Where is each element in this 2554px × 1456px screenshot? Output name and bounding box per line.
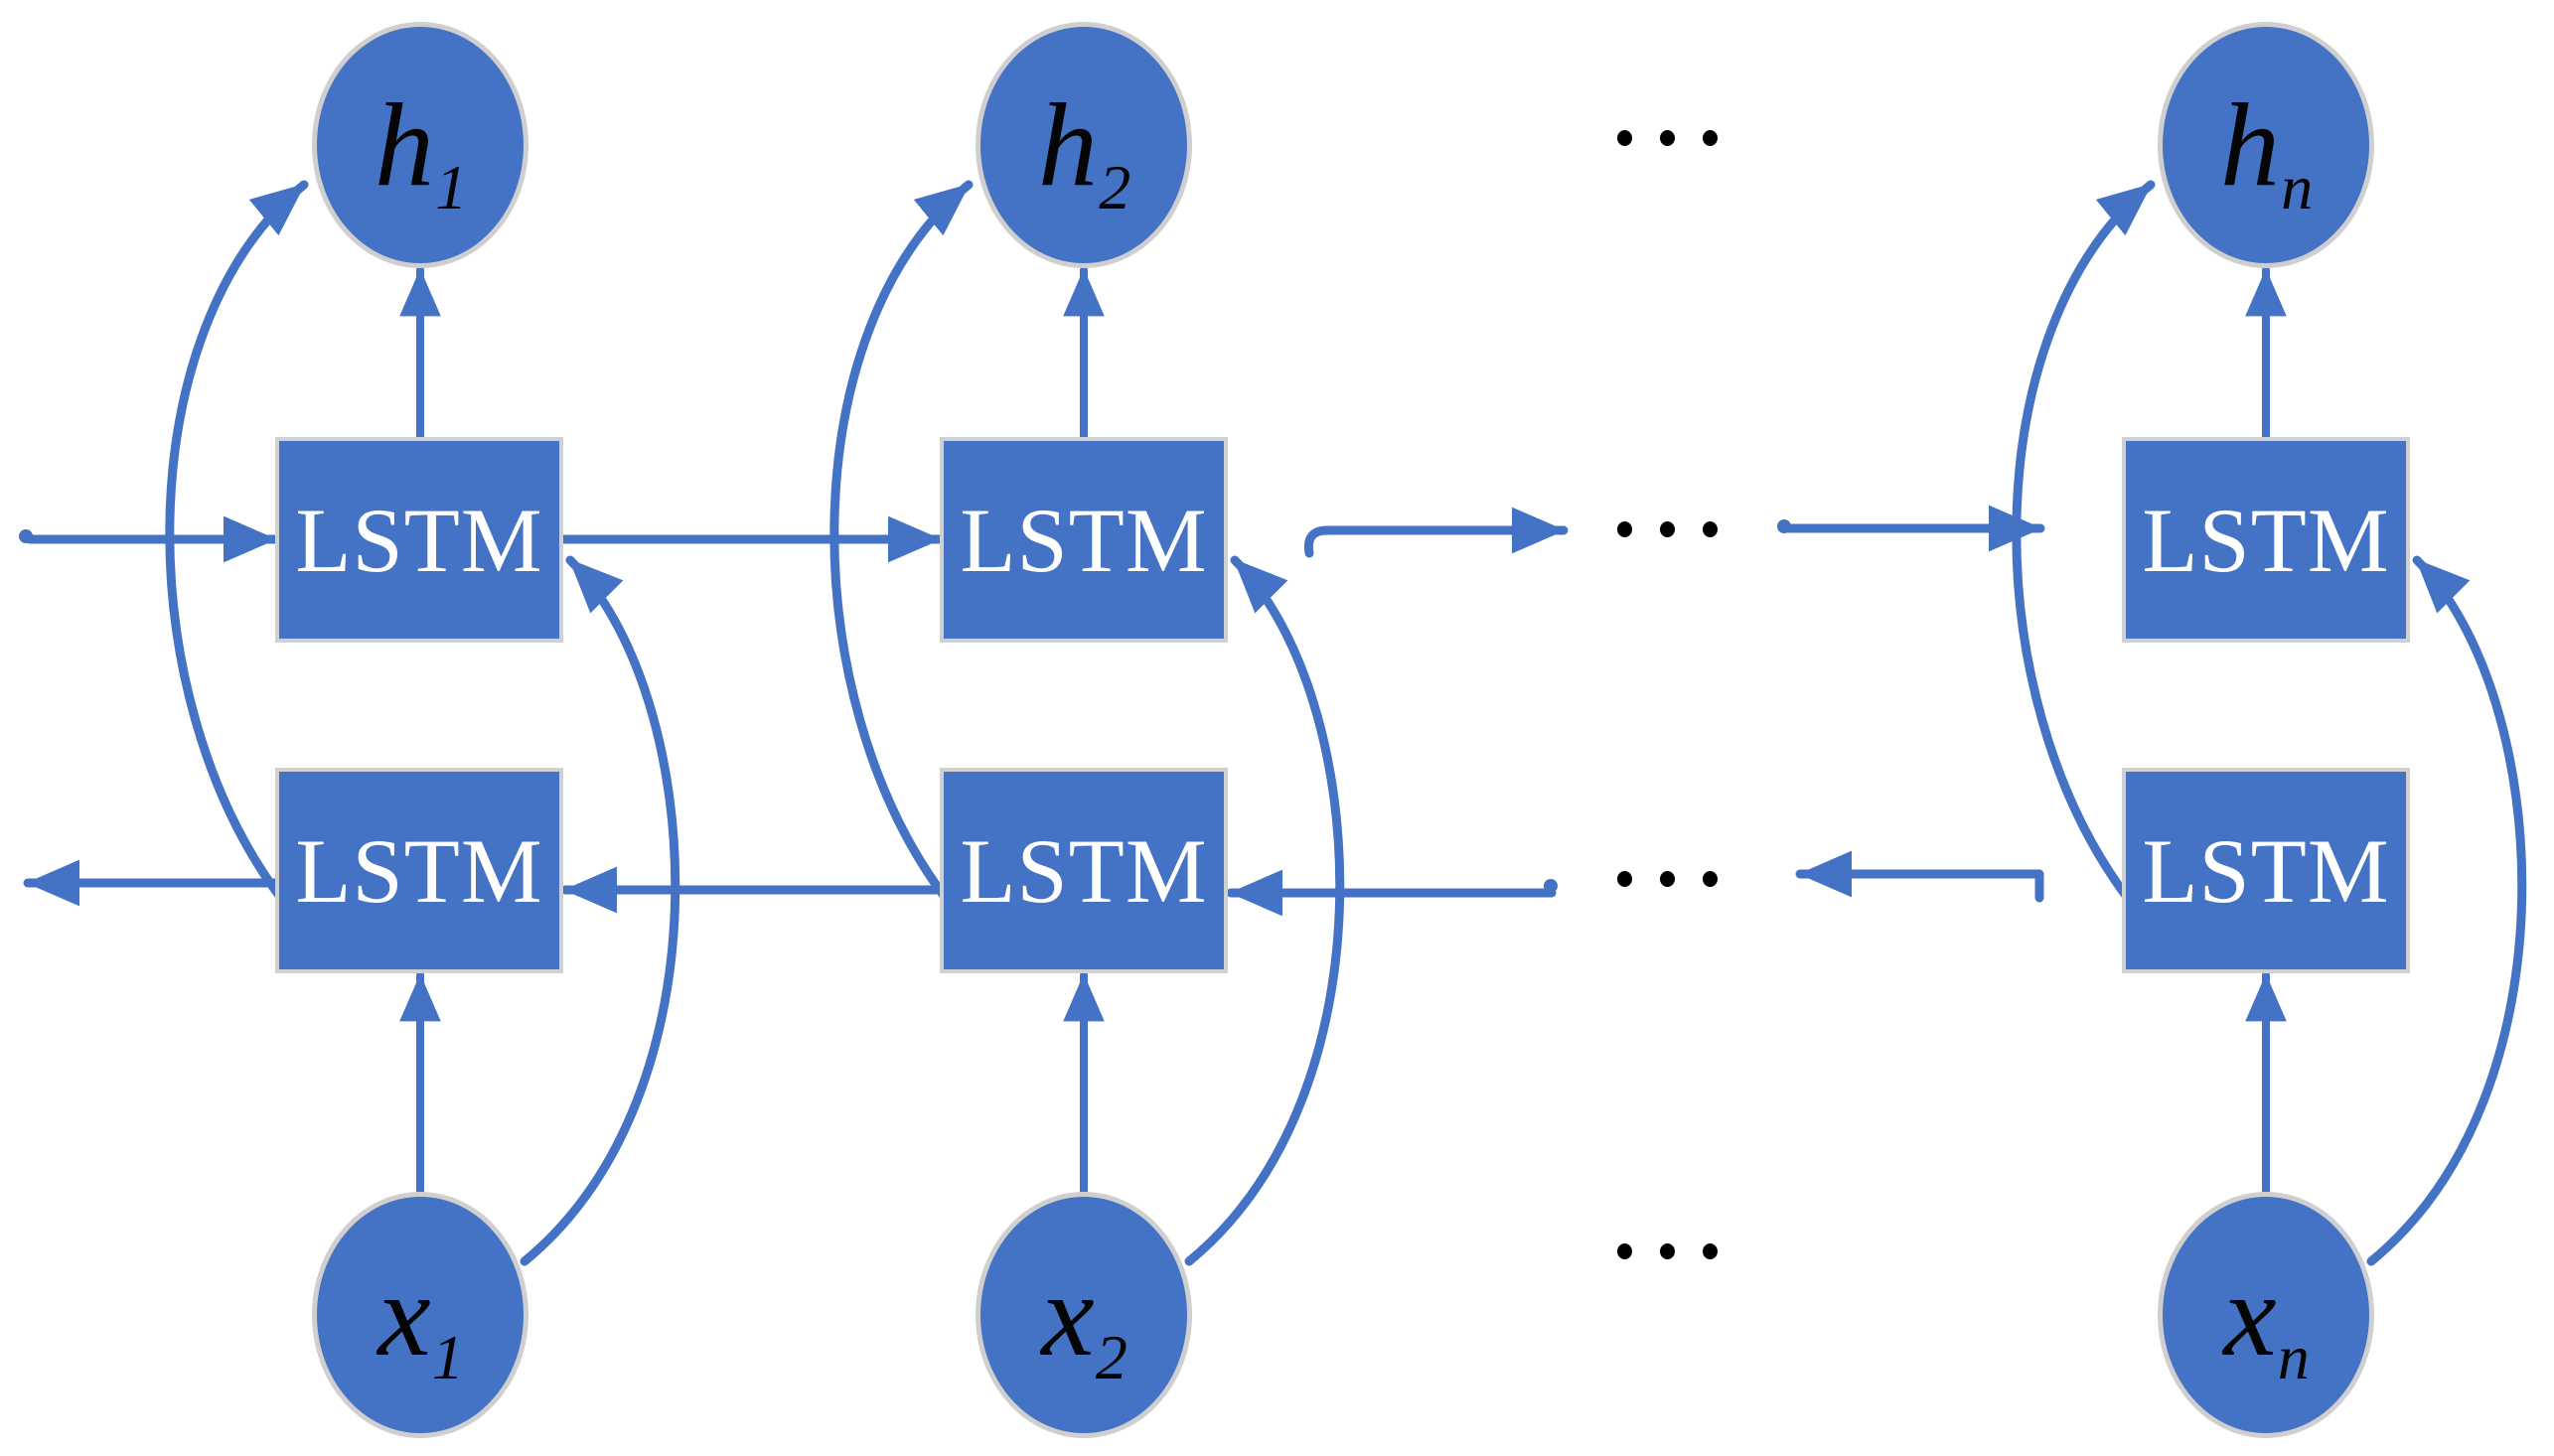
forward-lstm-2-label: LSTM bbox=[960, 489, 1208, 591]
node-hn: hn bbox=[2158, 22, 2374, 268]
curve-xn-to-forward-n bbox=[2366, 555, 2527, 1266]
ellipsis-dot bbox=[1703, 130, 1718, 146]
ellipsis-dot bbox=[1617, 521, 1632, 537]
node-hn-subscript: n bbox=[2281, 152, 2314, 223]
forward-lstm-n-label: LSTM bbox=[2142, 489, 2390, 591]
node-xn: xn bbox=[2158, 1192, 2374, 1438]
node-xn-label: xn bbox=[2223, 1248, 2310, 1393]
forward-lstm-1: LSTM bbox=[275, 437, 563, 643]
ellipsis-dot bbox=[1617, 871, 1632, 887]
node-x1-subscript: 1 bbox=[431, 1322, 464, 1393]
arrow-forward-2-to-ellipsis bbox=[1303, 507, 1569, 558]
connector-start-curl-2 bbox=[1777, 519, 1791, 533]
node-x1: x1 bbox=[312, 1192, 528, 1438]
node-hn-label: hn bbox=[2220, 78, 2314, 223]
curve-backward-n-to-hn bbox=[2012, 180, 2156, 902]
arrow-backward-n-to-ellipsis bbox=[1795, 850, 2044, 903]
ellipsis-h-row bbox=[1617, 130, 1718, 146]
forward-lstm-2: LSTM bbox=[940, 437, 1228, 643]
ellipsis-x-row bbox=[1617, 1243, 1718, 1259]
curve-x2-to-forward-2 bbox=[1184, 555, 1345, 1266]
ellipsis-dot bbox=[1660, 130, 1675, 146]
ellipsis-backward-row bbox=[1617, 871, 1718, 887]
node-x2-label: x2 bbox=[1041, 1248, 1127, 1393]
node-xn-subscript: n bbox=[2277, 1322, 2310, 1393]
node-h1: h1 bbox=[312, 22, 528, 268]
connector-start-curl-1 bbox=[19, 529, 33, 543]
backward-lstm-n: LSTM bbox=[2122, 768, 2410, 973]
forward-lstm-1-label: LSTM bbox=[295, 489, 543, 591]
backward-lstm-2: LSTM bbox=[940, 768, 1228, 973]
ellipsis-forward-row bbox=[1617, 521, 1718, 537]
node-h2: h2 bbox=[976, 22, 1192, 268]
connector-start-curl-3 bbox=[1544, 879, 1558, 893]
node-x1-label: x1 bbox=[377, 1248, 464, 1393]
curve-x1-to-forward-1 bbox=[520, 555, 680, 1266]
forward-lstm-n: LSTM bbox=[2122, 437, 2410, 643]
ellipsis-dot bbox=[1660, 521, 1675, 537]
node-h1-subscript: 1 bbox=[435, 152, 468, 223]
node-h2-label: h2 bbox=[1038, 78, 1131, 223]
node-x2-subscript: 2 bbox=[1095, 1322, 1127, 1393]
ellipsis-dot bbox=[1703, 871, 1718, 887]
ellipsis-dot bbox=[1703, 521, 1718, 537]
node-h2-subscript: 2 bbox=[1099, 152, 1131, 223]
ellipsis-dot bbox=[1703, 1243, 1718, 1259]
backward-lstm-1: LSTM bbox=[275, 768, 563, 973]
curve-backward-2-to-h2 bbox=[829, 180, 974, 902]
ellipsis-dot bbox=[1617, 1243, 1632, 1259]
ellipsis-dot bbox=[1660, 871, 1675, 887]
node-h1-label: h1 bbox=[375, 78, 468, 223]
ellipsis-dot bbox=[1660, 1243, 1675, 1259]
backward-lstm-1-label: LSTM bbox=[295, 819, 543, 922]
curve-backward-1-to-h1 bbox=[165, 180, 309, 902]
ellipsis-dot bbox=[1617, 130, 1632, 146]
backward-lstm-2-label: LSTM bbox=[960, 819, 1208, 922]
node-x2: x2 bbox=[976, 1192, 1192, 1438]
backward-lstm-n-label: LSTM bbox=[2142, 819, 2390, 922]
